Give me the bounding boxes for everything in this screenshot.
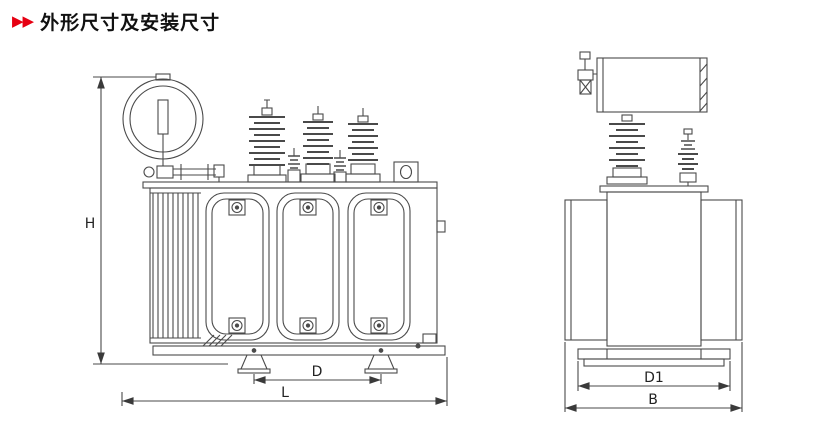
drain-valve — [422, 333, 437, 344]
dim-label-d: D — [312, 364, 323, 380]
radiator-panel-1 — [205, 192, 270, 341]
radiator-bank-right — [700, 199, 743, 341]
tank-lid — [142, 181, 438, 189]
conservator-pipe — [143, 159, 225, 182]
mounting-foot-1 — [237, 354, 271, 374]
tank-body-front — [149, 187, 438, 344]
dimension-d: D — [253, 364, 382, 384]
tank-flange-side — [599, 185, 709, 193]
oil-level-gauge — [157, 99, 169, 135]
base-channel — [152, 345, 446, 356]
lv-bushing-1 — [287, 148, 301, 183]
tank-valve — [436, 220, 446, 233]
conservator-side — [596, 57, 708, 113]
radiator-bank-left — [564, 199, 608, 341]
page-title: 外形尺寸及安装尺寸 — [40, 12, 221, 34]
hv-bushing-side — [606, 114, 648, 185]
hv-bushing-2 — [300, 106, 336, 183]
dimension-d1: D1 — [577, 361, 731, 391]
tank-body-side — [606, 191, 702, 347]
lv-bushing-2 — [333, 150, 347, 183]
dimension-l: L — [121, 357, 448, 406]
breather — [577, 51, 597, 95]
base-side — [577, 348, 731, 367]
section-header: ▶▶ 外形尺寸及安装尺寸 — [12, 8, 220, 35]
hv-bushing-3 — [345, 108, 381, 183]
dim-label-d1: D1 — [644, 370, 664, 386]
section-marker-icon: ▶▶ — [12, 13, 34, 30]
dimension-height: H — [85, 76, 228, 365]
dim-label-b: B — [648, 392, 658, 408]
radiator-panel-2 — [276, 192, 340, 341]
radiator-panel-3 — [347, 192, 411, 341]
side-view-drawing: D1 B — [564, 51, 743, 412]
front-view-drawing: H D L — [85, 73, 448, 406]
lifting-lug — [393, 161, 419, 183]
dim-label-l: L — [281, 385, 289, 401]
conservator-tank — [122, 73, 204, 160]
mounting-foot-2 — [364, 354, 398, 374]
dim-label-height: H — [85, 216, 96, 232]
hv-bushing-1 — [247, 99, 287, 183]
valve-wheel — [143, 166, 155, 178]
lv-bushing-side — [678, 128, 698, 186]
dimension-b: B — [564, 342, 743, 412]
corrugated-radiator — [150, 192, 201, 339]
hatch-detail — [202, 334, 233, 347]
